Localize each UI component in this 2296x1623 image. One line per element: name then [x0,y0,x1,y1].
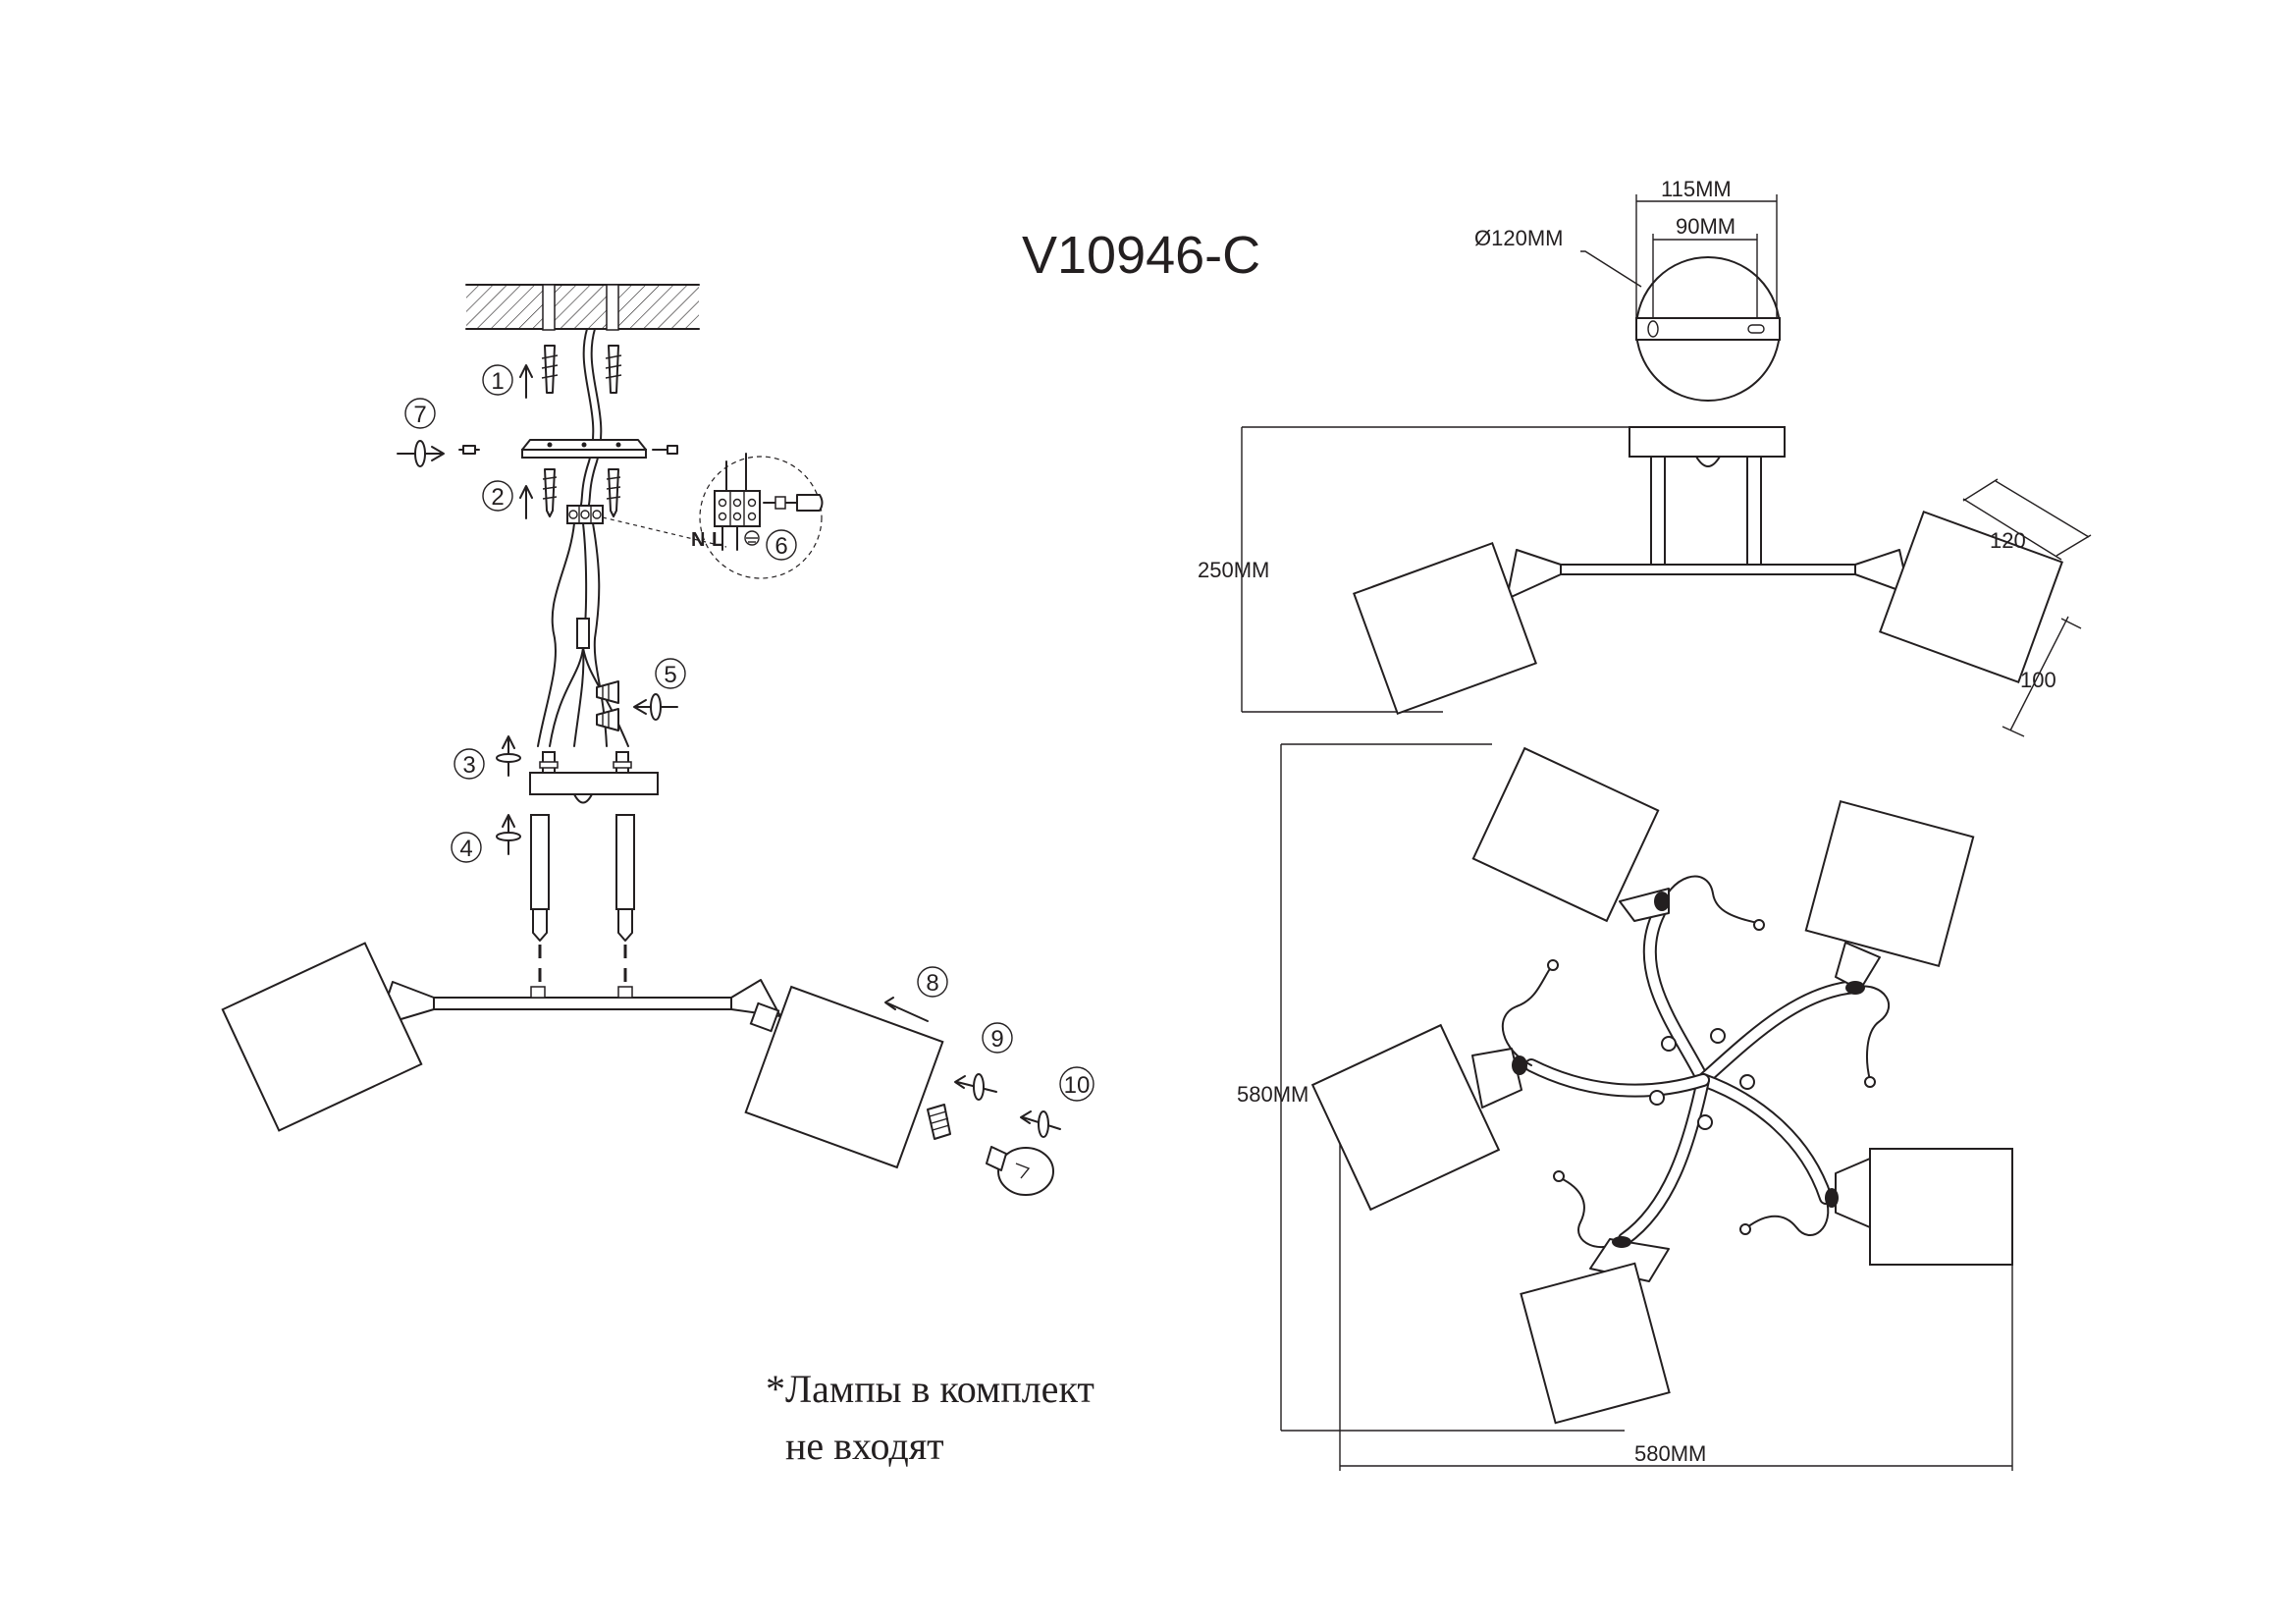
shade-left [221,942,423,1132]
step-8-marker: 8 [917,966,948,998]
dim-shade-height: 100 [2020,668,2056,692]
step-2-marker: 2 [482,480,513,512]
step-5-marker: 5 [655,658,686,689]
shade-right [744,985,944,1169]
terminal-block [566,505,604,524]
lamp-arm [377,979,781,1033]
svg-text:10: 10 [1064,1072,1091,1099]
step-7-marker: 7 [404,398,436,429]
exploded-assembly: 1 7 [221,284,1095,1196]
label-live: L [712,529,723,551]
screw-right [606,468,621,517]
svg-text:6: 6 [774,533,787,560]
screw-left [542,468,558,517]
model-title: V10946-C [1022,226,1260,285]
svg-text:8: 8 [926,970,938,997]
step-9-marker: 9 [982,1022,1013,1054]
svg-text:2: 2 [491,484,504,511]
wall-plug-right [605,345,622,394]
wire-connector-bottom [596,708,619,731]
svg-text:7: 7 [413,402,426,428]
dim-hole-spacing: 90MM [1676,214,1735,239]
label-neutral: N [691,529,705,551]
svg-text:4: 4 [459,836,472,862]
svg-text:не входят: не входят [785,1424,944,1468]
shade-ring [927,1104,951,1140]
step-1-marker: 1 [482,364,513,396]
dim-canopy-diameter: Ø120MM [1474,226,1563,250]
rod-left [530,814,550,942]
svg-text:3: 3 [462,752,475,779]
plan-shade-1 [1471,746,1670,923]
bulbs-not-included-note: *Лампы в комплект не входят [766,1367,1095,1468]
side-shade-left [1353,541,1537,716]
dim-mount-width: 115MM [1661,177,1732,201]
plan-arms [1501,875,1891,1249]
dim-width: 580MM [1634,1441,1706,1466]
plan-shade-4 [1520,1236,1671,1425]
dim-shade-top: 120 [1990,528,2026,553]
step-4-marker: 4 [451,832,482,863]
side-shade-right [1879,510,2063,684]
svg-text:1: 1 [491,368,504,395]
dim-height: 250MM [1198,558,1269,582]
plan-shade-2 [1804,799,1975,995]
svg-text:*Лампы в комплект: *Лампы в комплект [766,1367,1095,1411]
canopy-top-view: 115MM 90MM Ø120MM [1474,177,1781,402]
wall-plug-left [541,345,559,394]
wire-connector-top [596,680,619,704]
dim-depth: 580MM [1237,1082,1308,1107]
step-10-marker: 10 [1059,1066,1095,1102]
svg-text:5: 5 [664,662,676,688]
screwdriver-icon [397,440,445,467]
side-view: 250MM 120 100 [1198,426,2092,737]
plan-shade-3 [1825,1148,2013,1266]
mounting-bar [521,439,647,459]
step-6-marker: 6 [766,529,797,561]
plan-view: 580MM 580MM [1237,743,2013,1471]
wiring-detail: N L [691,453,824,579]
plan-shade-5 [1310,1023,1527,1212]
rod-right [615,814,635,942]
step-3-marker: 3 [454,748,485,780]
canopy-plate [529,751,659,804]
svg-text:9: 9 [990,1026,1003,1053]
light-bulb-icon [986,1146,1054,1196]
ceiling [465,284,700,331]
